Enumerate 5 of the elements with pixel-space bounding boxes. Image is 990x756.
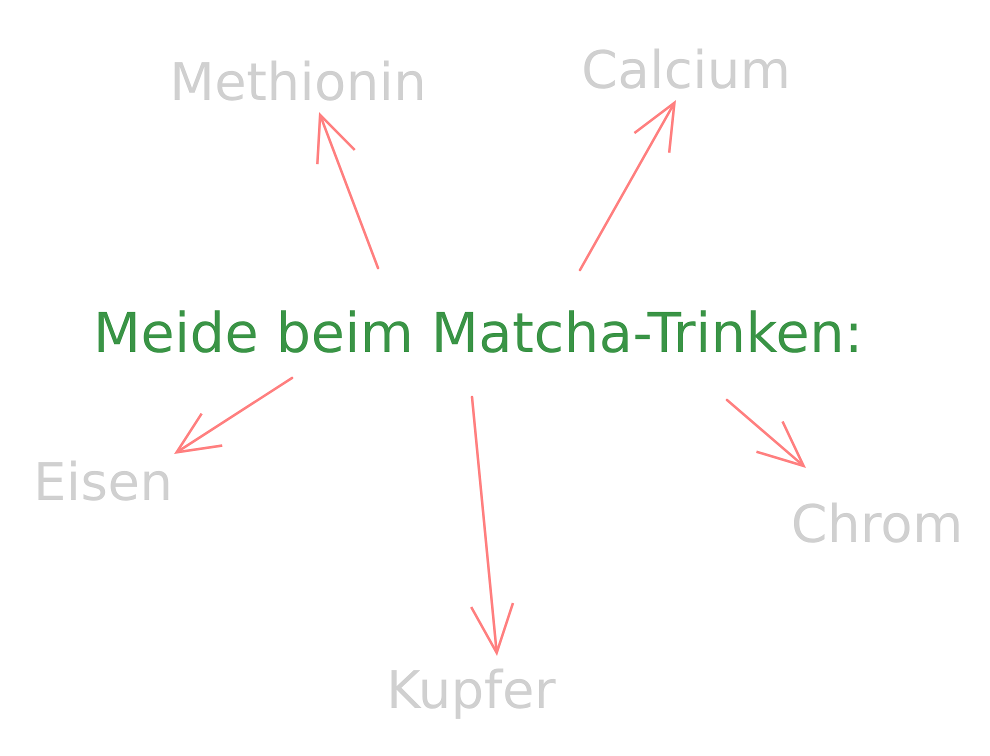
arrow xyxy=(316,112,380,270)
arrow xyxy=(578,100,676,272)
arrow xyxy=(470,396,514,656)
arrow xyxy=(174,376,294,454)
heading-text: Meide beim Matcha-Trinken: xyxy=(98,310,856,353)
